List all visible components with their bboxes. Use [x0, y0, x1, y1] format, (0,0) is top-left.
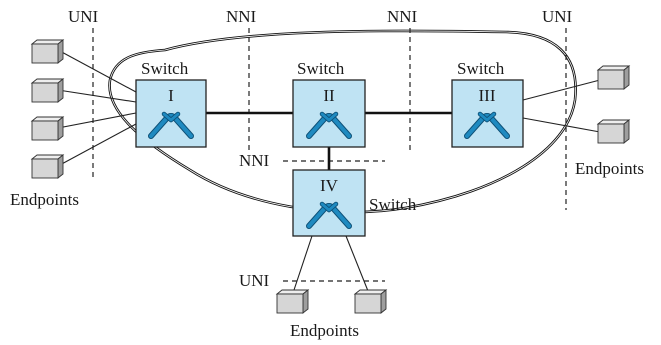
- switch-iv-numeral: IV: [320, 176, 339, 195]
- switch-i-label: Switch: [141, 59, 189, 78]
- endpoint-bottom-2: [354, 289, 387, 314]
- endpoints-right-label: Endpoints: [575, 159, 644, 178]
- endpoint-bottom-1: [276, 289, 309, 314]
- switch-iii-numeral: III: [479, 86, 496, 105]
- endpoint-right-2: [597, 119, 630, 144]
- switch-iii: III: [451, 79, 524, 148]
- switch-ii-numeral: II: [323, 86, 335, 105]
- endpoints-bottom-label: Endpoints: [290, 321, 359, 340]
- endpoint-right-1: [597, 65, 630, 90]
- endpoint-left-4: [31, 154, 64, 179]
- switch-ii: II: [292, 79, 366, 148]
- nni-right-label: NNI: [387, 7, 418, 26]
- switch-ii-label: Switch: [297, 59, 345, 78]
- uni-left-label: UNI: [68, 7, 99, 26]
- uni-right-label: UNI: [542, 7, 573, 26]
- uni-bottom-label: UNI: [239, 271, 270, 290]
- endpoint-left-2: [31, 78, 64, 103]
- switch-iv-label: Switch: [369, 195, 417, 214]
- endpoint-left-1: [31, 39, 64, 64]
- nni-left-label: NNI: [226, 7, 257, 26]
- endpoint-left-3: [31, 116, 64, 141]
- switch-i: I: [135, 79, 207, 148]
- switch-iii-label: Switch: [457, 59, 505, 78]
- switch-iv: IV: [292, 169, 366, 237]
- endpoints-left-label: Endpoints: [10, 190, 79, 209]
- nni-middle-label: NNI: [239, 151, 270, 170]
- switch-i-numeral: I: [168, 86, 174, 105]
